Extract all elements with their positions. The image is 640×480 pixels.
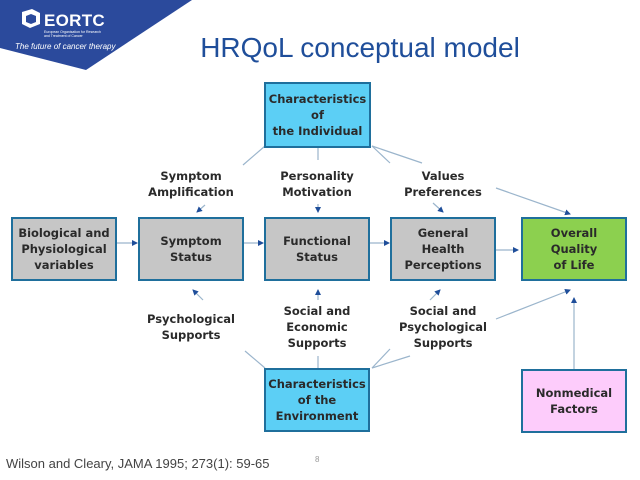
box-functional-status: Functional Status <box>264 217 370 281</box>
logo-subtitle: European Organisation for Research and T… <box>44 30 102 38</box>
box-nonmedical-factors: Nonmedical Factors <box>521 369 627 433</box>
header-banner <box>0 0 192 70</box>
arrow-socpsych-to-health <box>429 289 441 301</box>
logo-text: EORTC <box>44 11 105 30</box>
arrow-values-to-health <box>432 202 444 213</box>
arrow-psych-to-symptom <box>192 289 204 301</box>
label-social-psychological-supports: Social and Psychological Supports <box>398 304 487 350</box>
line-environment-to-psych <box>244 350 266 369</box>
line-environment-to-socpsych-b <box>371 355 411 369</box>
label-psychological-supports: Psychological Supports <box>146 312 235 342</box>
box-symptom-status: Symptom Status <box>138 217 244 281</box>
line-individual-to-values-b <box>371 145 423 164</box>
line-environment-to-socpsych-a <box>371 348 391 369</box>
arrow-values-to-overall <box>495 187 571 216</box>
box-characteristics-environment: Characteristics of the Environment <box>264 368 370 432</box>
box-overall-quality-of-life: Overall Quality of Life <box>521 217 627 281</box>
label-symptom-amplification: Symptom Amplification <box>148 169 234 199</box>
page-number: 8 <box>315 455 320 464</box>
tagline: The future of cancer therapy <box>15 42 116 51</box>
eortc-logo-icon <box>22 9 40 28</box>
label-personality-motivation: Personality Motivation <box>280 169 354 199</box>
box-general-health-perceptions: General Health Perceptions <box>390 217 496 281</box>
arrow-symptom-amp-to-symptom <box>196 204 206 213</box>
box-characteristics-individual: Characteristics of the Individual <box>264 82 371 148</box>
arrow-socpsych-to-overall <box>495 289 571 320</box>
page-title: HRQoL conceptual model <box>200 32 520 63</box>
label-values-preferences: Values Preferences <box>404 169 482 199</box>
line-individual-to-symptom-amp <box>242 145 266 166</box>
box-biological-variables: Biological and Physiological variables <box>11 217 117 281</box>
label-social-economic-supports: Social and Economic Supports <box>283 304 351 350</box>
line-individual-to-values-a <box>371 145 391 164</box>
citation: Wilson and Cleary, JAMA 1995; 273(1): 59… <box>6 456 270 471</box>
banner-shape <box>0 0 192 70</box>
